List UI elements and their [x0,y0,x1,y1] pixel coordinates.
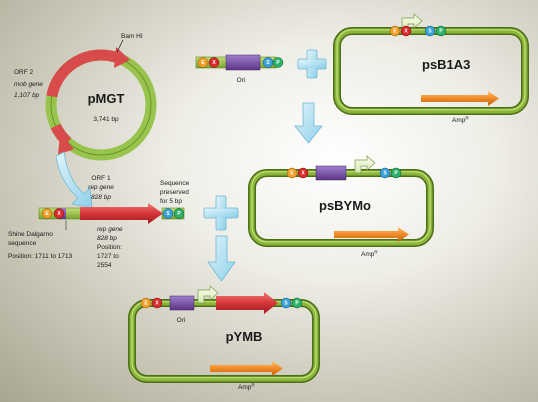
rep-gene-arrow [216,292,278,314]
restriction-site-s-icon: S [379,167,391,179]
pymb-amp-label: AmpR [238,383,255,392]
restriction-site-x-icon: X [151,297,163,309]
svg-text:P: P [276,60,280,66]
shine-dalgarno-line2: sequence [8,240,37,247]
amp-gene-arrow [421,91,499,106]
amp-gene-arrow [334,227,409,242]
svg-text:X: X [155,300,159,306]
pmgt-size: 3,741 bp [93,116,119,123]
restriction-site-s-icon: S [262,57,274,68]
orf2-line1: ORF 2 [14,69,34,76]
svg-text:E: E [290,170,294,176]
svg-text:X: X [404,28,408,34]
rep-gene-line2: 828 bp [97,235,117,242]
restriction-site-e-icon: E [389,25,401,37]
pmgt-rep-arrowhead [58,134,74,155]
pmgt-name: pMGT [88,91,125,106]
svg-text:S: S [428,28,432,34]
rep-gene-line5: 2554 [97,262,112,269]
pmgt-plasmid: Bam HI pMGT 3,741 bp ORF 2 mob gene 1,10… [14,33,157,201]
ori-fragment: E X S P Ori [195,54,284,84]
plus-icon [297,49,327,79]
svg-text:E: E [393,28,397,34]
svg-text:P: P [439,28,443,34]
ori-label: Ori [237,77,246,84]
psbymo-plasmid: E X S P psBYMo AmpR [248,155,434,259]
orf1-line3: 828 bp [91,194,111,201]
svg-text:P: P [295,300,299,306]
svg-text:X: X [301,170,305,176]
restriction-site-s-icon: S [162,208,174,219]
psb1a3-plasmid: E X S P psB1A3 AmpR [333,13,529,125]
bam-hi-label: Bam HI [121,33,143,40]
preserved-line3: for 5 bp [160,198,182,205]
orf2-line3: 1,107 bp [14,92,40,99]
pmgt-mob-arrowhead [114,47,130,68]
ori-block [315,165,347,181]
ori-block [225,54,261,71]
pymb-name: pYMB [226,329,263,344]
svg-text:P: P [177,211,181,217]
restriction-site-p-icon: P [435,25,447,37]
psbymo-name: psBYMo [319,198,371,213]
ori-block [169,295,195,311]
rep-gene-line3: Position: [97,244,122,251]
orf1-line2: rep gene [88,184,114,191]
pymb-plasmid: E X S P Ori pYMB AmpR [128,285,320,392]
svg-text:E: E [201,60,205,66]
shine-dalgarno-line1: Shine Dalgarno [8,231,53,238]
restriction-site-e-icon: E [286,167,298,179]
psbymo-amp-label: AmpR [361,250,378,259]
svg-text:S: S [284,300,288,306]
svg-text:S: S [383,170,387,176]
restriction-site-s-icon: S [424,25,436,37]
down-arrow-icon [294,102,323,144]
rep-gene-arrow [80,203,163,224]
svg-text:S: S [166,211,170,217]
rep-insert: E X S P Shine Dalgarno sequence Position… [8,180,190,269]
restriction-site-p-icon: P [173,208,185,219]
restriction-site-x-icon: X [53,208,65,219]
restriction-site-p-icon: P [272,57,284,68]
preserved-line2: preserved [160,189,189,196]
orf1-line1: ORF 1 [91,175,111,182]
pmgt-to-insert-arrow [55,151,93,209]
orf2-line2: mob gene [14,81,43,88]
restriction-site-e-icon: E [41,208,53,219]
svg-text:E: E [45,211,49,217]
promoter-arrow-icon [354,155,376,174]
preserved-line1: Sequence [160,180,190,187]
restriction-site-e-icon: E [140,297,152,309]
restriction-site-x-icon: X [208,57,220,68]
restriction-site-p-icon: P [390,167,402,179]
pymb-ori-label: Ori [177,317,186,324]
svg-text:X: X [57,211,61,217]
restriction-site-x-icon: X [297,167,309,179]
restriction-site-p-icon: P [291,297,303,309]
shine-dalgarno-position: Position: 1711 to 1713 [8,253,73,260]
promoter-arrow-icon [197,285,219,304]
amp-gene-arrow [210,361,283,376]
down-arrow-icon [207,235,236,282]
restriction-site-x-icon: X [400,25,412,37]
pmgt-mob-gene-arc [46,49,120,98]
psb1a3-amp-label: AmpR [452,116,469,125]
rep-gene-line1: rep gene [97,226,123,233]
restriction-site-s-icon: S [280,297,292,309]
psb1a3-name: psB1A3 [422,57,470,72]
restriction-site-e-icon: E [197,57,209,68]
plus-icon [203,195,239,231]
bam-hi-marker [116,39,124,53]
svg-text:X: X [212,60,216,66]
svg-text:S: S [266,60,270,66]
svg-text:P: P [394,170,398,176]
svg-text:E: E [144,300,148,306]
rep-gene-line4: 1727 to [97,253,119,260]
